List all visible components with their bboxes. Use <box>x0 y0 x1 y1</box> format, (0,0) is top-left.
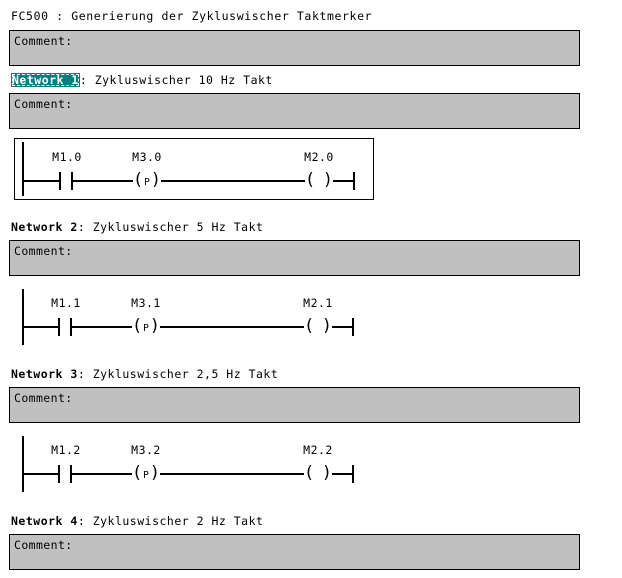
network-comment-text-1: Comment: <box>14 97 73 111</box>
ladder-rung-1[interactable]: M1.0 (P) M3.0 () M2.0 <box>14 138 374 200</box>
output-coil-icon[interactable]: () <box>304 463 332 483</box>
wire-segment <box>73 180 133 182</box>
output-coil-icon[interactable]: () <box>304 316 332 336</box>
output-coil-operand-2[interactable]: M2.1 <box>303 296 333 310</box>
network-label-2[interactable]: Network 2 <box>11 220 78 234</box>
wire-segment <box>333 180 355 182</box>
power-rail-icon <box>22 289 24 345</box>
rung-terminator-icon <box>352 318 366 336</box>
wire-segment <box>72 326 132 328</box>
network-comment-text-2: Comment: <box>14 244 73 258</box>
wire-segment <box>22 326 58 328</box>
network-separator-3: : <box>77 367 86 381</box>
wire-segment <box>160 326 304 328</box>
network-comment-box-1[interactable]: Comment: <box>9 93 580 129</box>
network-header-4[interactable]: Network 4: Zykluswischer 2 Hz Takt <box>11 514 263 528</box>
rung-terminator-icon <box>353 172 367 190</box>
network-header-1[interactable]: Network 1: Zykluswischer 10 Hz Takt <box>11 73 273 87</box>
network-comment-box-4[interactable]: Comment: <box>9 534 580 570</box>
positive-edge-coil-icon[interactable]: (P) <box>132 462 160 486</box>
network-comment-box-3[interactable]: Comment: <box>9 387 580 423</box>
contact-operand-1[interactable]: M1.0 <box>52 150 82 164</box>
edge-coil-operand-3[interactable]: M3.2 <box>131 443 161 457</box>
ladder-rung-3[interactable]: M1.2 (P) M3.2 () M2.2 <box>14 432 374 494</box>
network-title-2[interactable]: Zykluswischer 5 Hz Takt <box>92 220 264 234</box>
output-coil-icon[interactable]: () <box>305 170 333 190</box>
power-rail-icon <box>22 436 24 492</box>
network-title-1[interactable]: Zykluswischer 10 Hz Takt <box>94 73 273 87</box>
positive-edge-coil-icon[interactable]: (P) <box>133 169 161 193</box>
no-contact-icon[interactable] <box>58 465 72 483</box>
wire-segment <box>160 473 304 475</box>
contact-operand-2[interactable]: M1.1 <box>51 296 81 310</box>
network-comment-text-4: Comment: <box>14 538 73 552</box>
positive-edge-coil-icon[interactable]: (P) <box>132 315 160 339</box>
wire-segment <box>72 473 132 475</box>
network-label-1[interactable]: Network 1 <box>11 73 80 87</box>
network-separator-1: : <box>79 73 88 87</box>
network-separator-2: : <box>77 220 86 234</box>
network-comment-text-3: Comment: <box>14 391 73 405</box>
edge-coil-operand-1[interactable]: M3.0 <box>132 150 162 164</box>
network-title-4[interactable]: Zykluswischer 2 Hz Takt <box>92 514 264 528</box>
wire-segment <box>22 473 58 475</box>
network-title-3[interactable]: Zykluswischer 2,5 Hz Takt <box>92 367 279 381</box>
rung-terminator-icon <box>352 465 366 483</box>
block-comment-text: Comment: <box>14 34 73 48</box>
output-coil-operand-1[interactable]: M2.0 <box>304 150 334 164</box>
wire-segment <box>332 326 354 328</box>
network-label-3[interactable]: Network 3 <box>11 367 78 381</box>
no-contact-icon[interactable] <box>59 172 73 190</box>
no-contact-icon[interactable] <box>58 318 72 336</box>
coil-operator-p-1: P <box>144 177 150 188</box>
coil-operator-p-2: P <box>143 323 149 334</box>
network-header-2[interactable]: Network 2: Zykluswischer 5 Hz Takt <box>11 220 263 234</box>
network-separator-4: : <box>77 514 86 528</box>
block-comment-box[interactable]: Comment: <box>9 30 580 66</box>
output-coil-operand-3[interactable]: M2.2 <box>303 443 333 457</box>
wire-segment <box>332 473 354 475</box>
wire-segment <box>161 180 305 182</box>
network-header-3[interactable]: Network 3: Zykluswischer 2,5 Hz Takt <box>11 367 278 381</box>
wire-segment <box>23 180 59 182</box>
network-label-4[interactable]: Network 4 <box>11 514 78 528</box>
edge-coil-operand-2[interactable]: M3.1 <box>131 296 161 310</box>
block-title: FC500 : Generierung der Zykluswischer Ta… <box>11 9 373 23</box>
power-rail-icon <box>22 142 24 196</box>
network-comment-box-2[interactable]: Comment: <box>9 240 580 276</box>
contact-operand-3[interactable]: M1.2 <box>51 443 81 457</box>
coil-operator-p-3: P <box>143 470 149 481</box>
ladder-rung-2[interactable]: M1.1 (P) M3.1 () M2.1 <box>14 285 374 347</box>
